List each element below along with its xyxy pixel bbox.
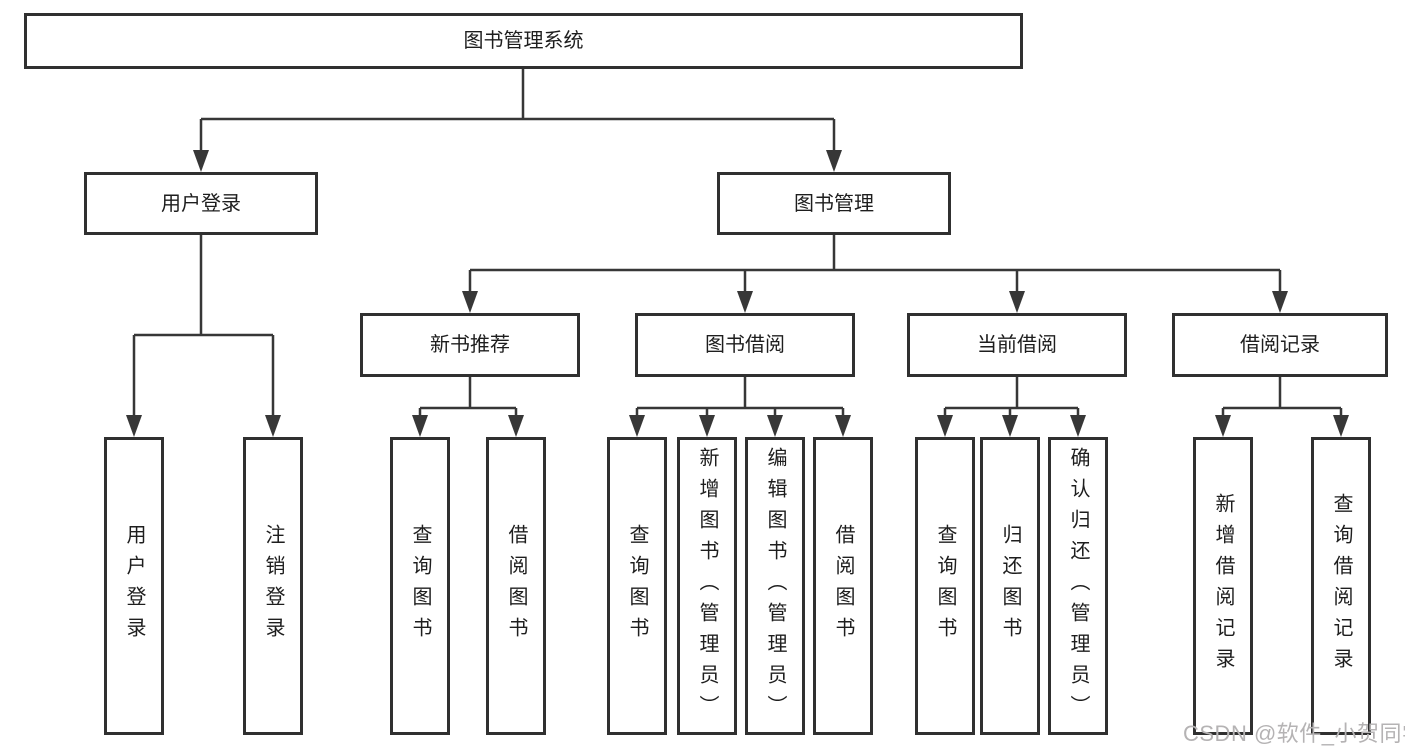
leaf-label: 借阅图书 <box>832 524 854 648</box>
node-new-book-recommend: 新书推荐 <box>360 313 580 377</box>
node-user-login-module: 用户登录 <box>84 172 318 235</box>
leaf-add-borrow-record: 新增借阅记录 <box>1193 437 1253 735</box>
leaf-label: 查询图书 <box>934 524 956 648</box>
leaf-label: 编辑图书（管理员） <box>764 446 786 726</box>
leaf-label: 新增借阅记录 <box>1212 493 1234 679</box>
leaf-label: 查询图书 <box>626 524 648 648</box>
node-label: 借阅记录 <box>1240 334 1320 356</box>
csdn-watermark: CSDN @软件_小贺同学 <box>1183 721 1405 746</box>
leaf-query-borrow-record: 查询借阅记录 <box>1311 437 1371 735</box>
leaf-query-books-recommend: 查询图书 <box>390 437 450 735</box>
leaf-edit-books-admin: 编辑图书（管理员） <box>745 437 805 735</box>
node-root-system: 图书管理系统 <box>24 13 1023 69</box>
leaf-label: 借阅图书 <box>505 524 527 648</box>
leaf-logout: 注销登录 <box>243 437 303 735</box>
node-borrowing-records: 借阅记录 <box>1172 313 1388 377</box>
node-label: 当前借阅 <box>977 334 1057 356</box>
leaf-add-books-admin: 新增图书（管理员） <box>677 437 737 735</box>
node-label: 用户登录 <box>161 192 241 215</box>
leaf-label: 查询图书 <box>409 524 431 648</box>
leaf-query-books-borrow: 查询图书 <box>607 437 667 735</box>
node-label: 图书管理 <box>794 192 874 215</box>
leaf-confirm-return-admin: 确认归还（管理员） <box>1048 437 1108 735</box>
node-current-borrowing: 当前借阅 <box>907 313 1127 377</box>
node-label: 新书推荐 <box>430 334 510 356</box>
leaf-label: 确认归还（管理员） <box>1067 446 1089 726</box>
leaf-borrow-books-recommend: 借阅图书 <box>486 437 546 735</box>
leaf-label: 注销登录 <box>262 524 284 648</box>
leaf-label: 新增图书（管理员） <box>696 446 718 726</box>
leaf-label: 查询借阅记录 <box>1330 493 1352 679</box>
leaf-label: 用户登录 <box>123 524 145 648</box>
node-root-label: 图书管理系统 <box>463 30 584 52</box>
leaf-label: 归还图书 <box>999 524 1021 648</box>
node-book-management-module: 图书管理 <box>717 172 951 235</box>
leaf-user-login: 用户登录 <box>104 437 164 735</box>
node-book-borrowing: 图书借阅 <box>635 313 855 377</box>
node-label: 图书借阅 <box>705 334 785 356</box>
leaf-query-books-current: 查询图书 <box>915 437 975 735</box>
leaf-borrow-books: 借阅图书 <box>813 437 873 735</box>
leaf-return-books: 归还图书 <box>980 437 1040 735</box>
